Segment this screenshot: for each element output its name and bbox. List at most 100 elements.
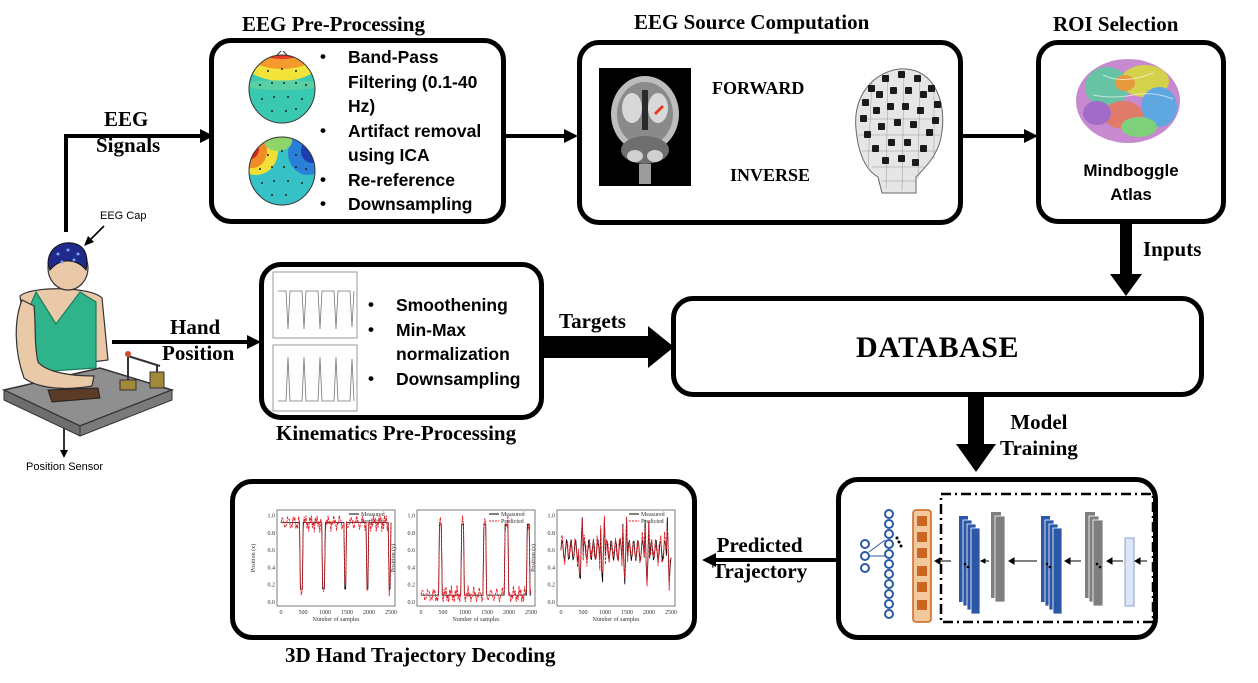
y-tick-label: 0.8 [548, 531, 556, 537]
y-tick-label: 0.8 [408, 531, 416, 537]
eeg-signal-arrow [64, 134, 207, 232]
step-ica: Artifact removal using ICA [318, 119, 498, 168]
roi-title: ROI Selection [1053, 12, 1179, 36]
step-rereference: Re-reference [318, 168, 498, 193]
x-tick-label: 1000 [599, 610, 611, 616]
eeg-cap-label: EEG Cap [100, 210, 147, 222]
legend-predicted-label: Predicted [641, 519, 664, 525]
x-tick-label: 500 [439, 610, 448, 616]
legend-measured-label: Measured [641, 512, 665, 518]
hand-position-label: Hand Position [162, 314, 234, 366]
x-tick-label: 2500 [385, 610, 397, 616]
atlas-label-line1: Mindboggle [1083, 161, 1179, 180]
x-tick-label: 1000 [319, 610, 331, 616]
step-bandpass: Band-Pass Filtering (0.1-40 Hz) [318, 45, 498, 119]
targets-arrow [540, 336, 652, 358]
subject-illustration [1, 242, 175, 437]
eeg-signals-line1: EEG [104, 107, 149, 131]
x-tick-label: 2000 [503, 610, 515, 616]
trajectory-plots: 0.0 0.2 0.4 0.6 0.8 1.0 0 500 1000 1500 2000 2500Nu… [250, 509, 677, 623]
x-tick-label: 0 [560, 610, 563, 616]
x-tick-label: 2000 [363, 610, 375, 616]
y-tick-label: 0.0 [268, 600, 276, 606]
decoding-title: 3D Hand Trajectory Decoding [285, 643, 556, 667]
source-title: EEG Source Computation [634, 10, 870, 34]
step-normalization: Min-Max normalization [366, 318, 536, 367]
legend-predicted-label: Predicted [501, 519, 524, 525]
model-training-line2: Training [1000, 436, 1078, 460]
y-tick-label: 0.6 [268, 548, 276, 554]
x-tick-label: 1500 [481, 610, 493, 616]
predicted-series-line [560, 515, 672, 591]
x-axis-label: Number of samples [313, 616, 361, 623]
y-tick-label: 0.4 [408, 565, 416, 571]
topomap-icons [248, 51, 316, 206]
model-box [836, 477, 1158, 640]
legend-measured-label: Measured [361, 512, 385, 518]
x-tick-label: 2500 [665, 610, 677, 616]
x-tick-label: 2000 [643, 610, 655, 616]
position-sensor-label: Position Sensor [26, 461, 104, 473]
y-tick-label: 0.2 [408, 583, 416, 589]
y-tick-label: 1.0 [548, 514, 556, 520]
hand-position-line2: Position [162, 341, 235, 365]
x-tick-label: 0 [280, 610, 283, 616]
legend-predicted-label: Predicted [361, 519, 384, 525]
predicted-series-line [420, 515, 532, 603]
hand-position-line1: Hand [170, 315, 221, 339]
y-tick-label: 0.8 [268, 531, 276, 537]
preprocessing-box: Band-Pass Filtering (0.1-40 Hz) Artifact… [209, 38, 506, 224]
targets-label: Targets [559, 309, 626, 333]
y-tick-label: 0.6 [548, 548, 556, 554]
predicted-trajectory-label: Predicted Trajectory [712, 532, 807, 584]
y-tick-label: 0.4 [268, 565, 276, 571]
neural-network-diagram [860, 492, 1153, 624]
forward-label: FORWARD [712, 78, 805, 98]
x-tick-label: 1000 [459, 610, 471, 616]
x-tick-label: 1500 [621, 610, 633, 616]
x-tick-label: 500 [579, 610, 588, 616]
inputs-label: Inputs [1143, 237, 1202, 261]
preprocessing-title: EEG Pre-Processing [242, 12, 425, 36]
y-tick-label: 0.2 [268, 583, 276, 589]
inputs-arrow [1120, 222, 1132, 278]
database-box: DATABASE [671, 296, 1204, 397]
kinematics-box: Smoothening Min-Max normalization Downsa… [259, 262, 544, 420]
model-training-arrow [968, 397, 984, 447]
model-training-label: Model Training [1000, 409, 1078, 461]
x-tick-label: 0 [420, 610, 423, 616]
step-kin-downsampling: Downsampling [366, 367, 536, 392]
plot-frame [416, 509, 536, 607]
x-axis-label: Number of samples [593, 616, 641, 623]
predicted-series-line [280, 515, 392, 597]
y-tick-label: 0.4 [548, 565, 556, 571]
step-smoothening: Smoothening [366, 293, 536, 318]
y-axis-label: Position (y) [390, 544, 397, 572]
model-training-line1: Model [1010, 410, 1068, 434]
x-tick-label: 2500 [525, 610, 537, 616]
database-label: DATABASE [856, 331, 1019, 364]
kinematics-steps: Smoothening Min-Max normalization Downsa… [366, 293, 536, 391]
x-tick-label: 500 [299, 610, 308, 616]
y-tick-label: 1.0 [268, 514, 276, 520]
x-axis-label: Number of samples [453, 616, 501, 623]
y-tick-label: 0.2 [548, 583, 556, 589]
y-tick-label: 1.0 [408, 514, 416, 520]
x-tick-label: 1500 [341, 610, 353, 616]
kinematic-signal-plots [272, 271, 358, 412]
atlas-label: Mindboggle Atlas [1041, 159, 1221, 207]
atlas-label-line2: Atlas [1110, 185, 1152, 204]
brain-atlas-image [1076, 59, 1180, 143]
kinematics-title: Kinematics Pre-Processing [276, 421, 517, 445]
eeg-signals-line2: Signals [96, 133, 161, 157]
legend-measured-label: Measured [501, 512, 525, 518]
inverse-label: INVERSE [730, 165, 811, 185]
y-axis-label: Position (x) [250, 544, 257, 572]
y-tick-label: 0.0 [408, 600, 416, 606]
y-axis-label: Position (z) [530, 544, 537, 572]
predicted-trajectory-line1: Predicted [716, 533, 803, 557]
roi-box: Mindboggle Atlas [1036, 40, 1226, 224]
predicted-trajectory-line2: Trajectory [712, 559, 808, 583]
